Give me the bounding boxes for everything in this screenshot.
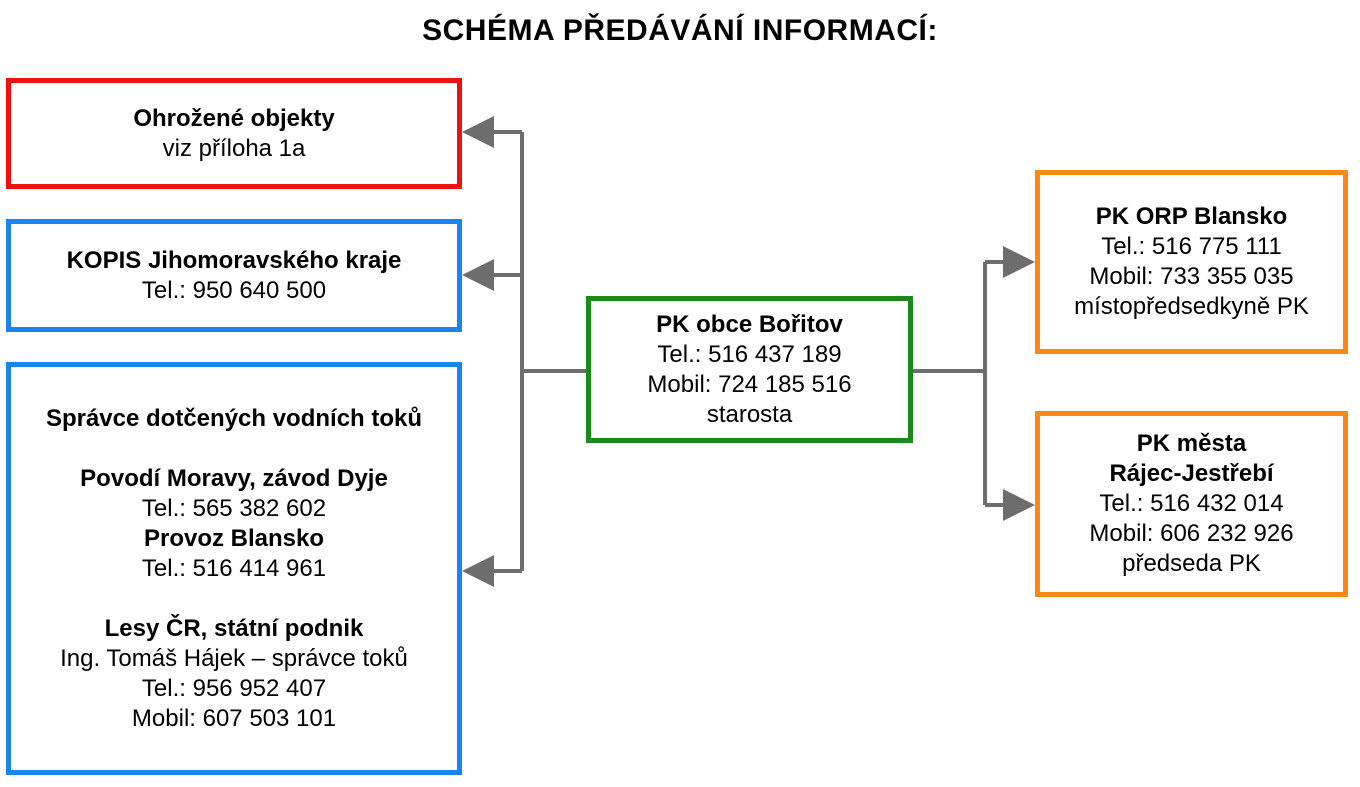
pk-obce-tel: Tel.: 516 437 189 (657, 340, 842, 368)
pk-obce-box: PK obce Bořitov Tel.: 516 437 189 Mobil:… (586, 296, 913, 443)
pk-mesta-box: PK města Rájec-Jestřebí Tel.: 516 432 01… (1035, 411, 1348, 597)
kopis-box: KOPIS Jihomoravského kraje Tel.: 950 640… (6, 219, 462, 332)
pk-mesta-name-line2: Rájec-Jestřebí (1109, 460, 1274, 487)
lesy-tel: Tel.: 956 952 407 (141, 674, 327, 702)
pk-obce-mobile: Mobil: 724 185 516 (647, 370, 852, 398)
threatened-objects-box: Ohrožené objekty viz příloha 1a (6, 78, 462, 189)
pk-orp-role: místopředsedkyně PK (1074, 293, 1309, 320)
povodi-tel: Tel.: 565 382 602 (141, 494, 327, 522)
lesy-person: Ing. Tomáš Hájek – správce toků (60, 644, 408, 672)
pk-orp-box: PK ORP Blansko Tel.: 516 775 111 Mobil: … (1035, 170, 1348, 354)
provoz-name: Provoz Blansko (143, 524, 325, 552)
threatened-name: Ohrožené objekty (133, 104, 335, 132)
pk-orp-tel: Tel.: 516 775 111 (1101, 233, 1282, 260)
povodi-name: Povodí Moravy, závod Dyje (80, 464, 388, 492)
diagram-title: SCHÉMA PŘEDÁVÁNÍ INFORMACÍ: (422, 14, 938, 47)
threatened-note: viz příloha 1a (162, 134, 306, 162)
pk-obce-role: starosta (706, 400, 793, 428)
pk-mesta-mobile: Mobil: 606 232 926 (1089, 520, 1294, 547)
pk-mesta-role: předseda PK (1122, 550, 1261, 577)
kopis-tel: Tel.: 950 640 500 (141, 276, 327, 304)
pk-orp-mobile: Mobil: 733 355 035 (1089, 263, 1294, 290)
lesy-name: Lesy ČR, státní podnik (104, 614, 364, 642)
pk-mesta-tel: Tel.: 516 432 014 (1099, 490, 1284, 517)
kopis-name: KOPIS Jihomoravského kraje (66, 246, 402, 274)
water-administrators-box: Správce dotčených vodních toků Povodí Mo… (6, 362, 462, 775)
pk-orp-name: PK ORP Blansko (1095, 203, 1288, 230)
lesy-mobile: Mobil: 607 503 101 (131, 704, 337, 732)
pk-obce-name: PK obce Bořitov (656, 310, 843, 338)
administrators-heading: Správce dotčených vodních toků (45, 404, 423, 432)
provoz-tel: Tel.: 516 414 961 (141, 554, 327, 582)
pk-mesta-name-line1: PK města (1136, 430, 1247, 457)
